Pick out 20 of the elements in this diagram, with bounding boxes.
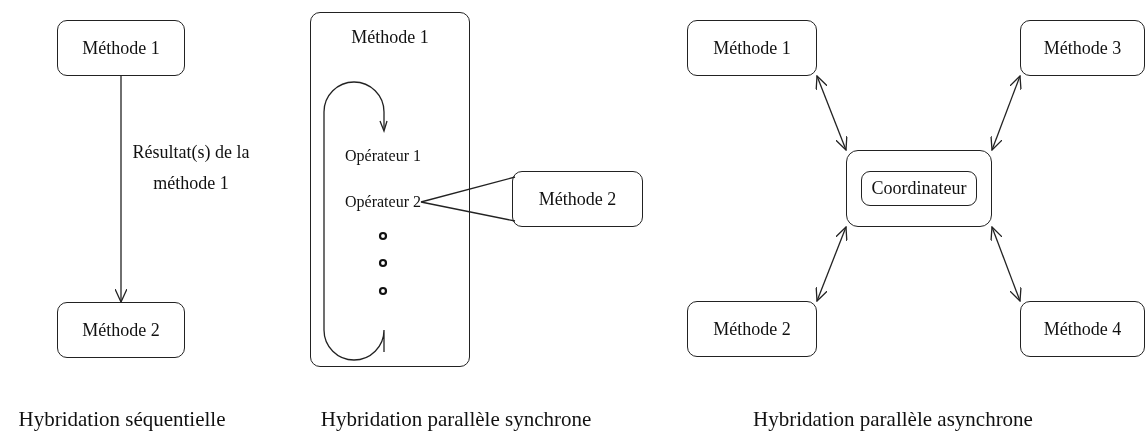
method-container-box: Méthode 1 Opérateur 1 Opérateur 2: [310, 12, 470, 367]
arrow: [815, 75, 848, 151]
connector-wedge: [420, 176, 516, 222]
method-box: Méthode 2: [687, 301, 817, 357]
method-box: Méthode 3: [1020, 20, 1145, 76]
diagram-caption: Hybridation parallèle synchrone: [320, 407, 592, 432]
arrow: [990, 75, 1022, 151]
arrow: [990, 226, 1022, 302]
operator-label: Opérateur 1: [345, 144, 421, 168]
arrow: [815, 226, 848, 302]
operator-label: Opérateur 2: [345, 190, 421, 214]
method-box: Méthode 4: [1020, 301, 1145, 357]
method-box: Méthode 2: [57, 302, 185, 358]
coordinator-box: Coordinateur: [846, 150, 992, 227]
arrow: [114, 75, 128, 303]
method-box: Méthode 1: [57, 20, 185, 76]
diagram-caption: Hybridation parallèle asynchrone: [753, 407, 1033, 432]
method-box: Méthode 1: [687, 20, 817, 76]
method-box: Méthode 2: [512, 171, 643, 227]
diagram-caption: Hybridation séquentielle: [18, 407, 226, 432]
